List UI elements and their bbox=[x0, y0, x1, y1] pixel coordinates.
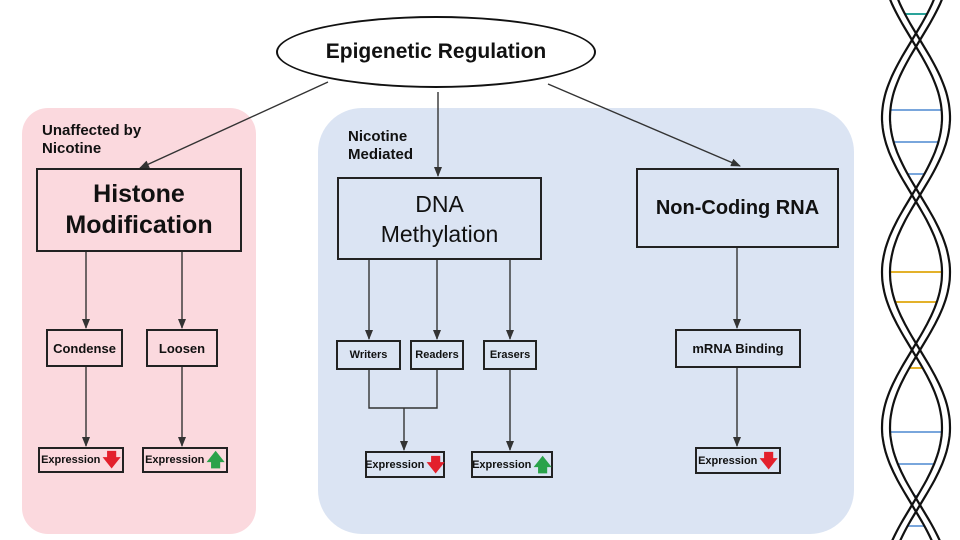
non-coding-rna-label: Non-Coding RNA bbox=[655, 196, 820, 219]
unaffected-group-panel bbox=[22, 108, 256, 534]
dna-strand-a-outer bbox=[888, 0, 952, 540]
expression-mrna-node: Expression 🡇 bbox=[695, 447, 781, 474]
dna-strand-a bbox=[880, 0, 944, 540]
expression-erasers-node: Expression 🡅 bbox=[471, 451, 553, 478]
expression-condense-node: Expression 🡇 bbox=[38, 447, 124, 473]
dna-strand-b-outer bbox=[888, 0, 952, 540]
expression-label: Expression bbox=[145, 454, 205, 466]
unaffected-group-label: Unaffected by Nicotine bbox=[42, 122, 142, 157]
down-arrow-icon: 🡇 bbox=[759, 450, 778, 471]
dna-strand-b bbox=[880, 0, 944, 540]
edge-writers-readers-join bbox=[368, 370, 438, 409]
writers-node: Writers bbox=[336, 340, 401, 370]
condense-label: Condense bbox=[53, 340, 116, 356]
erasers-label: Erasers bbox=[489, 349, 531, 361]
expression-loosen-node: Expression 🡅 bbox=[142, 447, 228, 473]
mrna-binding-node: mRNA Binding bbox=[675, 329, 801, 368]
down-arrow-icon: 🡇 bbox=[426, 454, 445, 475]
non-coding-rna-node: Non-Coding RNA bbox=[636, 168, 839, 248]
readers-node: Readers bbox=[410, 340, 464, 370]
expression-label: Expression bbox=[698, 454, 758, 467]
loosen-node: Loosen bbox=[146, 329, 218, 367]
expression-label: Expression bbox=[472, 458, 532, 471]
histone-modification-node: Histone Modification bbox=[36, 168, 242, 252]
up-arrow-icon: 🡅 bbox=[533, 454, 552, 475]
dna-helix-icon bbox=[880, 0, 952, 540]
mrna-binding-label: mRNA Binding bbox=[692, 341, 784, 356]
histone-modification-label: Histone Modification bbox=[65, 180, 213, 239]
readers-label: Readers bbox=[415, 349, 459, 361]
writers-label: Writers bbox=[349, 349, 388, 361]
edge-root-ncrna bbox=[547, 83, 741, 167]
condense-node: Condense bbox=[46, 329, 123, 367]
down-arrow-icon: 🡇 bbox=[102, 450, 121, 470]
diagram-title: Epigenetic Regulation bbox=[325, 40, 547, 63]
nicotine-group-panel bbox=[318, 108, 854, 534]
loosen-label: Loosen bbox=[158, 340, 206, 356]
expression-label: Expression bbox=[365, 458, 425, 471]
expression-label: Expression bbox=[41, 454, 101, 466]
expression-writers-readers-node: Expression 🡇 bbox=[365, 451, 445, 478]
erasers-node: Erasers bbox=[483, 340, 537, 370]
edge-root-histone bbox=[139, 81, 329, 169]
title-ellipse: Epigenetic Regulation bbox=[276, 16, 596, 88]
nicotine-group-label: Nicotine Mediated bbox=[348, 128, 414, 163]
up-arrow-icon: 🡅 bbox=[206, 450, 225, 470]
dna-methylation-node: DNA Methylation bbox=[337, 177, 542, 260]
dna-methylation-label: DNA Methylation bbox=[380, 190, 499, 247]
